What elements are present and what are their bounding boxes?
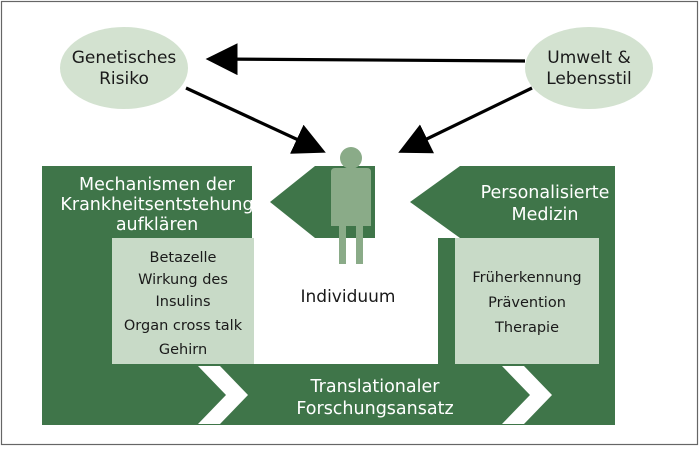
environment-label-line1: Umwelt & (547, 48, 630, 68)
personalized-banner-line2: Medizin (512, 205, 579, 225)
right-banner-notch (375, 166, 460, 238)
mechanisms-topics-box (112, 238, 254, 364)
person-icon (331, 147, 371, 264)
medicine-topic-item: Prävention (488, 295, 566, 311)
translational-banner-line2: Forschungsansatz (296, 399, 453, 419)
left-banner-notch (252, 166, 315, 238)
arrow-genetics-to-individual (185, 86, 326, 154)
mechanisms-banner-line1: Mechanismen der (79, 175, 236, 195)
mechanisms-banner-line2: Krankheitsentstehung (60, 195, 253, 215)
mechanisms-topic-item: Gehirn (159, 342, 207, 358)
chevron-right-icon (502, 366, 552, 424)
mechanisms-topic-item: Betazelle (150, 250, 217, 266)
medicine-topic-item: Früherkennung (472, 270, 581, 286)
genetic-risk-ellipse (60, 27, 188, 109)
mechanisms-banner-line3: aufklären (116, 215, 198, 235)
mechanisms-topic-item: Insulins (155, 294, 210, 310)
environment-ellipse (525, 27, 653, 109)
mechanisms-topic-item: Wirkung des (138, 272, 228, 288)
genetic-risk-label-line1: Genetisches (72, 48, 177, 68)
arrow-environment-to-individual (398, 86, 533, 154)
arrow-environment-to-genetics (205, 43, 526, 76)
individual-label: Individuum (301, 287, 396, 307)
personalized-banner-line1: Personalisierte (481, 183, 610, 203)
genetic-risk-label-line2: Risiko (99, 69, 149, 89)
chevron-left-icon (198, 366, 248, 424)
translational-banner-line1: Translationaler (310, 377, 441, 397)
medicine-topics-box (455, 238, 599, 364)
mechanisms-topic-item: Organ cross talk (124, 318, 243, 334)
environment-label-line2: Lebensstil (546, 69, 631, 89)
medicine-topic-item: Therapie (494, 320, 559, 336)
